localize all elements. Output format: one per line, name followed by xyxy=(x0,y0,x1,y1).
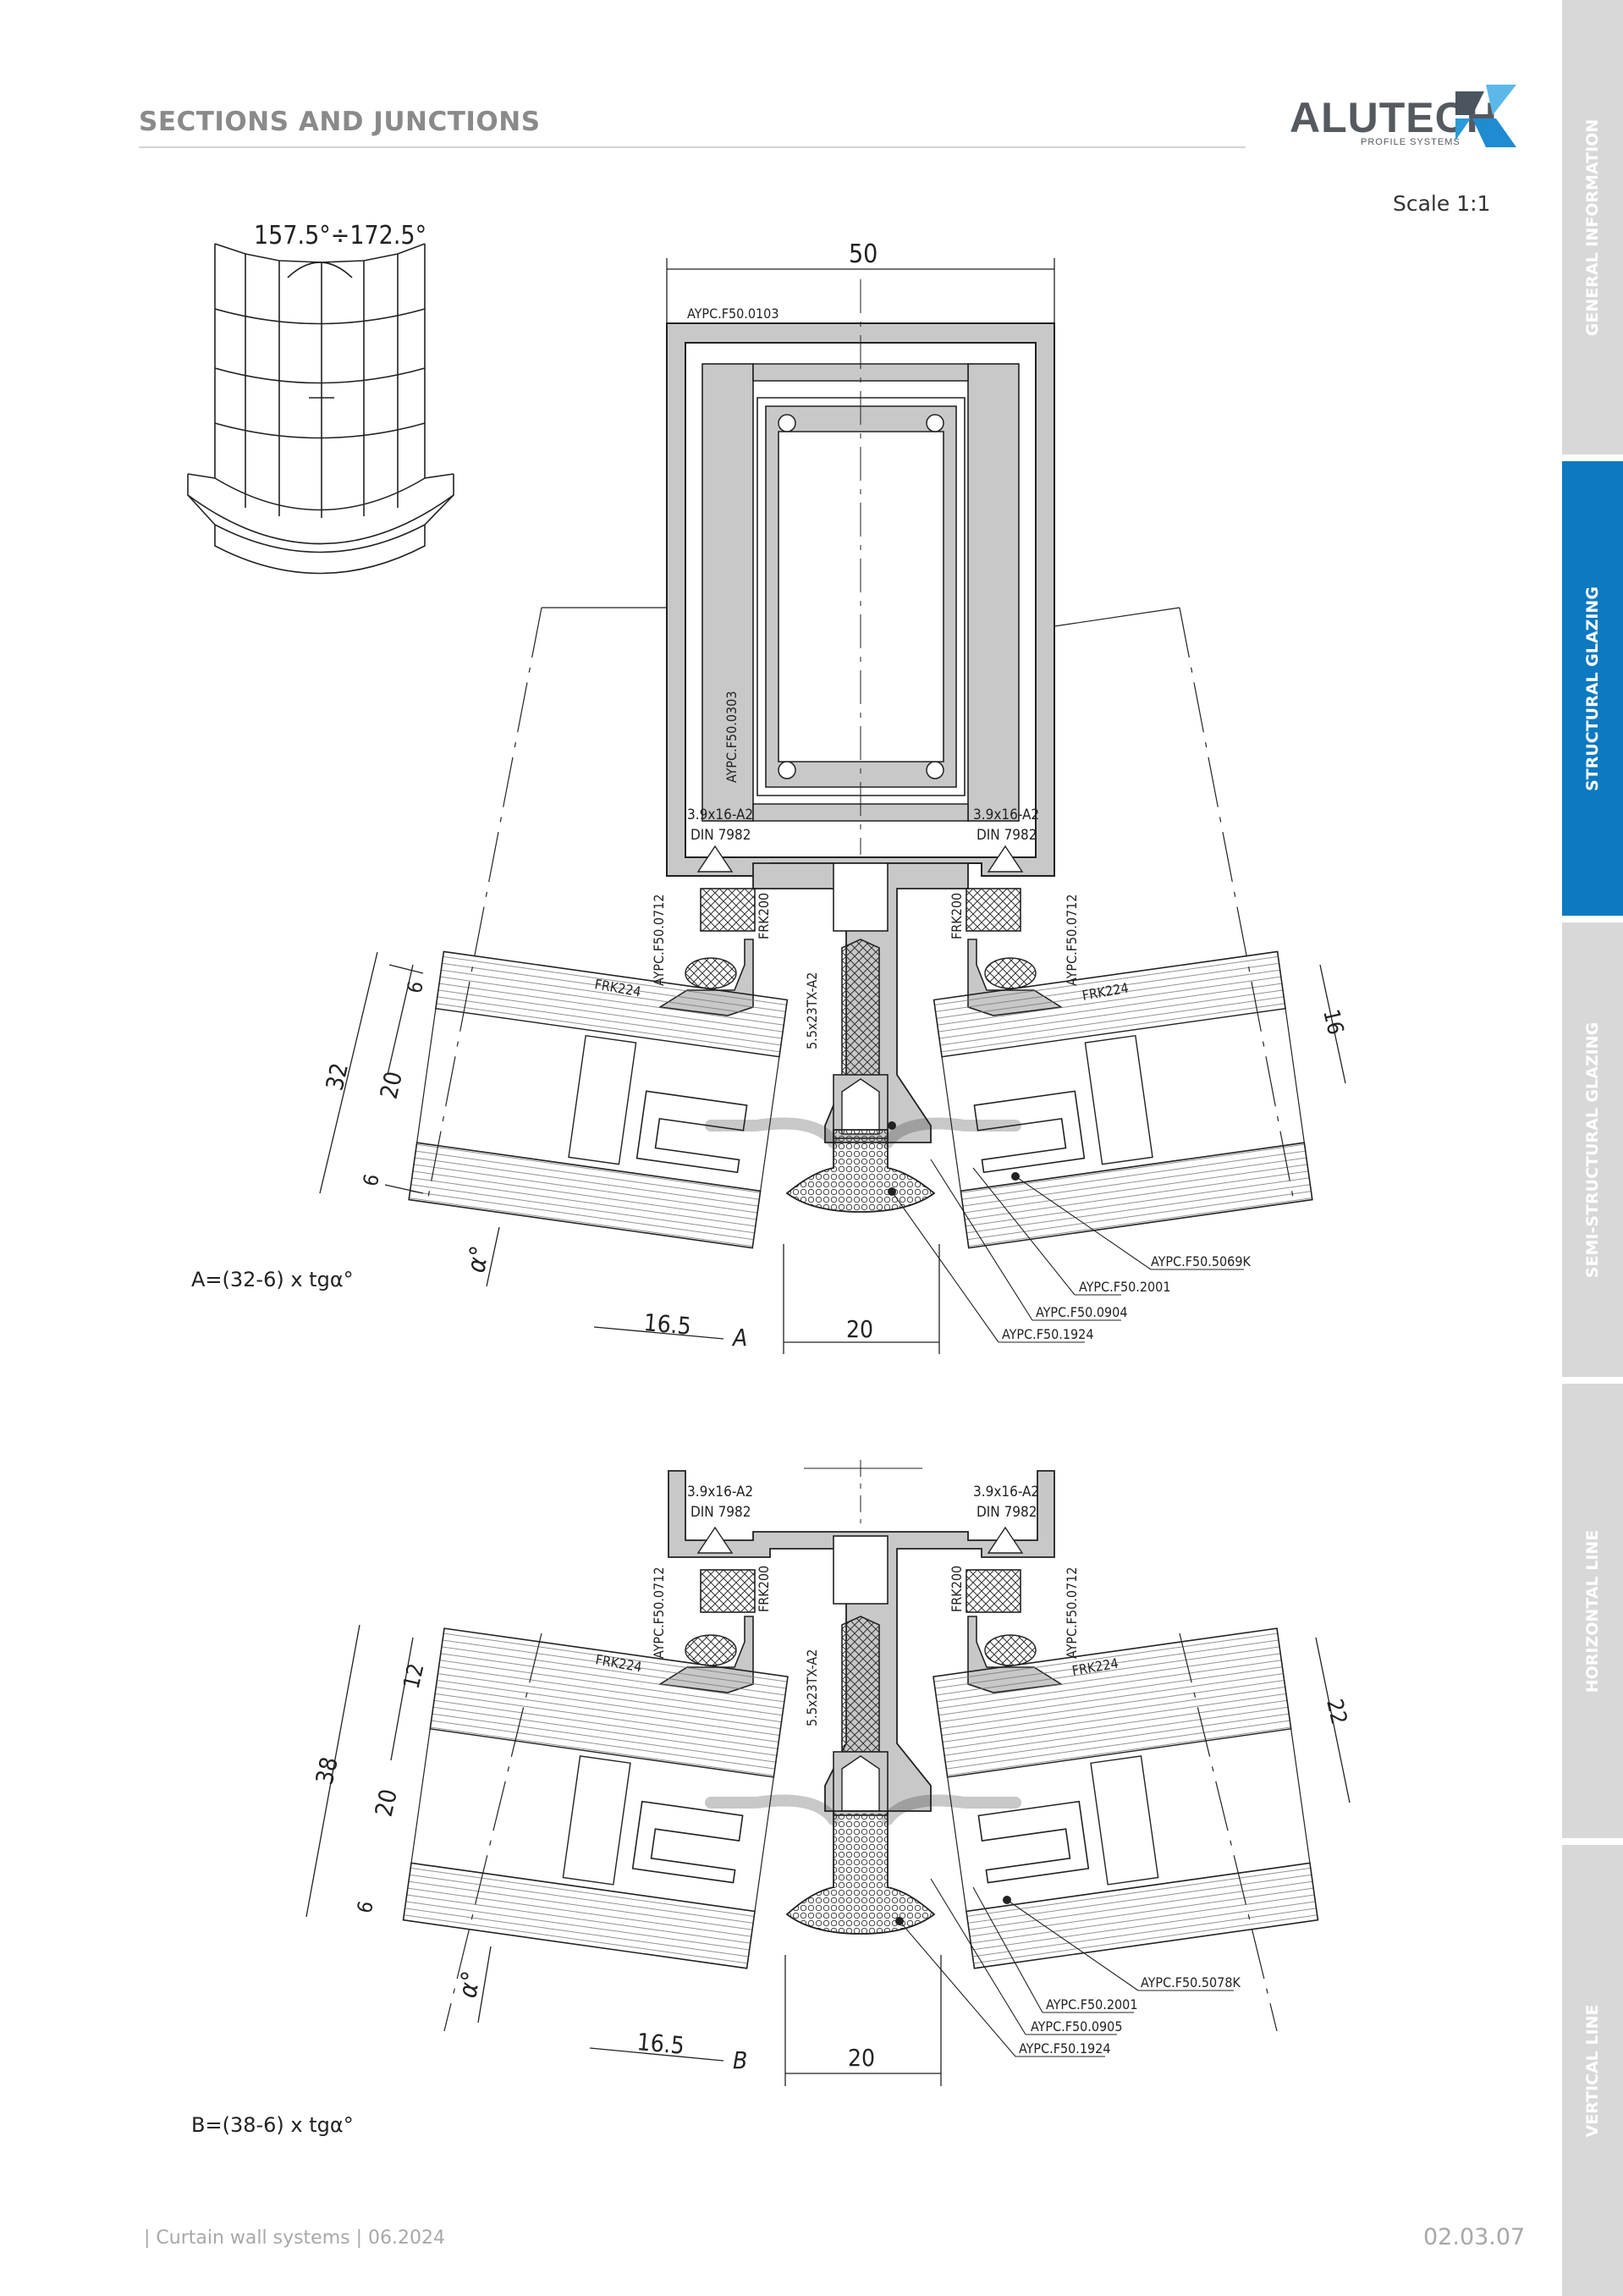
callout-leaders-2 xyxy=(899,1878,1234,2057)
label-screw-left-1: 3.9x16-A2 xyxy=(687,807,753,823)
tab-structural-glazing[interactable]: STRUCTURAL GLAZING xyxy=(1562,461,1623,922)
section-1-drawing xyxy=(319,258,1346,1354)
dim-right: 16 xyxy=(1318,1007,1348,1038)
tab-general-information[interactable]: GENERAL INFORMATION xyxy=(1562,0,1623,461)
label-profile-right: AYPC.F50.0712 xyxy=(1064,1567,1080,1659)
callout-2: AYPC.F50.2001 xyxy=(1079,1279,1170,1295)
label-screw-left-1: 3.9x16-A2 xyxy=(687,1484,753,1500)
scale-label: Scale 1:1 xyxy=(1393,191,1491,216)
callout-2: AYPC.F50.2001 xyxy=(1046,1996,1137,2012)
page-section-title: SECTIONS AND JUNCTIONS xyxy=(139,107,541,137)
formula-b: B=(38-6) x tgα° xyxy=(191,2113,354,2137)
label-profile-left: AYPC.F50.0712 xyxy=(651,1567,667,1659)
side-tab-bar: GENERAL INFORMATION STRUCTURAL GLAZING S… xyxy=(1562,0,1623,2296)
callout-3: AYPC.F50.0905 xyxy=(1031,2018,1122,2034)
dim-inner: 6 xyxy=(359,1172,384,1189)
dim-total: 38 xyxy=(311,1754,344,1787)
header-divider xyxy=(139,146,1246,148)
dim-alpha: α° xyxy=(453,1968,487,2000)
tab-label: SEMI-STRUCTURAL GLAZING xyxy=(1583,1021,1602,1278)
label-mullion: AYPC.F50.0103 xyxy=(687,306,778,322)
callout-1: AYPC.F50.5069K xyxy=(1151,1253,1251,1269)
callout-3: AYPC.F50.0904 xyxy=(1036,1304,1127,1320)
label-screw-left-2: DIN 7982 xyxy=(690,827,751,844)
label-screw-left-2: DIN 7982 xyxy=(690,1504,751,1521)
label-profile-left: AYPC.F50.0712 xyxy=(651,895,667,986)
formula-a: A=(32-6) x tgα° xyxy=(191,1268,354,1291)
tab-semi-structural-glazing[interactable]: SEMI-STRUCTURAL GLAZING xyxy=(1562,922,1623,1384)
alutech-logo-mark-icon xyxy=(1455,85,1516,147)
dim-right: 22 xyxy=(1321,1697,1351,1727)
curved-facade-icon xyxy=(187,243,454,575)
section-2-drawing xyxy=(305,1460,1351,2086)
dim-b: B xyxy=(733,2046,747,2074)
page-number: 02.03.07 xyxy=(1423,2224,1526,2250)
dim-bottom: 20 xyxy=(846,1315,873,1343)
label-screw-right-1: 3.9x16-A2 xyxy=(973,1484,1039,1500)
footer-document-info: | Curtain wall systems | 06.2024 xyxy=(144,2227,445,2249)
dim-offset: 16.5 xyxy=(642,1308,692,1341)
technical-drawing: 157.5°÷172.5° xyxy=(187,221,1351,2086)
label-frk200-left: FRK200 xyxy=(756,1566,772,1612)
angle-range-label: 157.5°÷172.5° xyxy=(254,221,426,251)
dim-total: 32 xyxy=(321,1060,354,1093)
callout-4: AYPC.F50.1924 xyxy=(1002,1326,1093,1342)
label-screw-right-2: DIN 7982 xyxy=(977,1504,1037,1521)
label-frk200-left: FRK200 xyxy=(756,893,772,939)
tab-label: GENERAL INFORMATION xyxy=(1583,118,1602,336)
dim-offset: 16.5 xyxy=(635,2028,685,2060)
label-profile-right: AYPC.F50.0712 xyxy=(1064,895,1080,986)
callout-leaders-1 xyxy=(891,1159,1244,1343)
label-frk200-right: FRK200 xyxy=(949,893,965,939)
tab-horizontal-line[interactable]: HORIZONTAL LINE xyxy=(1562,1384,1623,1845)
label-bolt: 5.5x23TX-A2 xyxy=(804,972,820,1049)
dim-glass: 20 xyxy=(375,1069,408,1102)
dim-inner: 6 xyxy=(353,1899,378,1916)
tab-label: STRUCTURAL GLAZING xyxy=(1583,586,1602,791)
label-screw-right-1: 3.9x16-A2 xyxy=(973,807,1039,823)
dim-a: A xyxy=(731,1324,747,1352)
alutech-logo: ALUTECH PROFILE SYSTEMS xyxy=(1290,85,1518,152)
callout-4: AYPC.F50.1924 xyxy=(1019,2040,1110,2056)
tab-vertical-line[interactable]: VERTICAL LINE xyxy=(1562,1845,1623,2296)
dim-alpha: α° xyxy=(461,1243,495,1275)
label-insert: AYPC.F50.0303 xyxy=(723,691,740,783)
tab-label: HORIZONTAL LINE xyxy=(1583,1529,1602,1693)
dim-outer: 12 xyxy=(399,1661,430,1692)
dim-bottom: 20 xyxy=(848,2044,875,2072)
dim-glass: 20 xyxy=(370,1787,403,1820)
dim-outer: 6 xyxy=(403,979,428,996)
label-screw-right-2: DIN 7982 xyxy=(977,827,1037,844)
label-bolt: 5.5x23TX-A2 xyxy=(804,1649,820,1726)
logo-subtitle: PROFILE SYSTEMS xyxy=(1361,137,1461,147)
callout-1: AYPC.F50.5078K xyxy=(1141,1974,1241,1990)
tab-label: VERTICAL LINE xyxy=(1583,2004,1602,2137)
label-frk200-right: FRK200 xyxy=(949,1566,965,1612)
dim-width: 50 xyxy=(849,240,878,269)
